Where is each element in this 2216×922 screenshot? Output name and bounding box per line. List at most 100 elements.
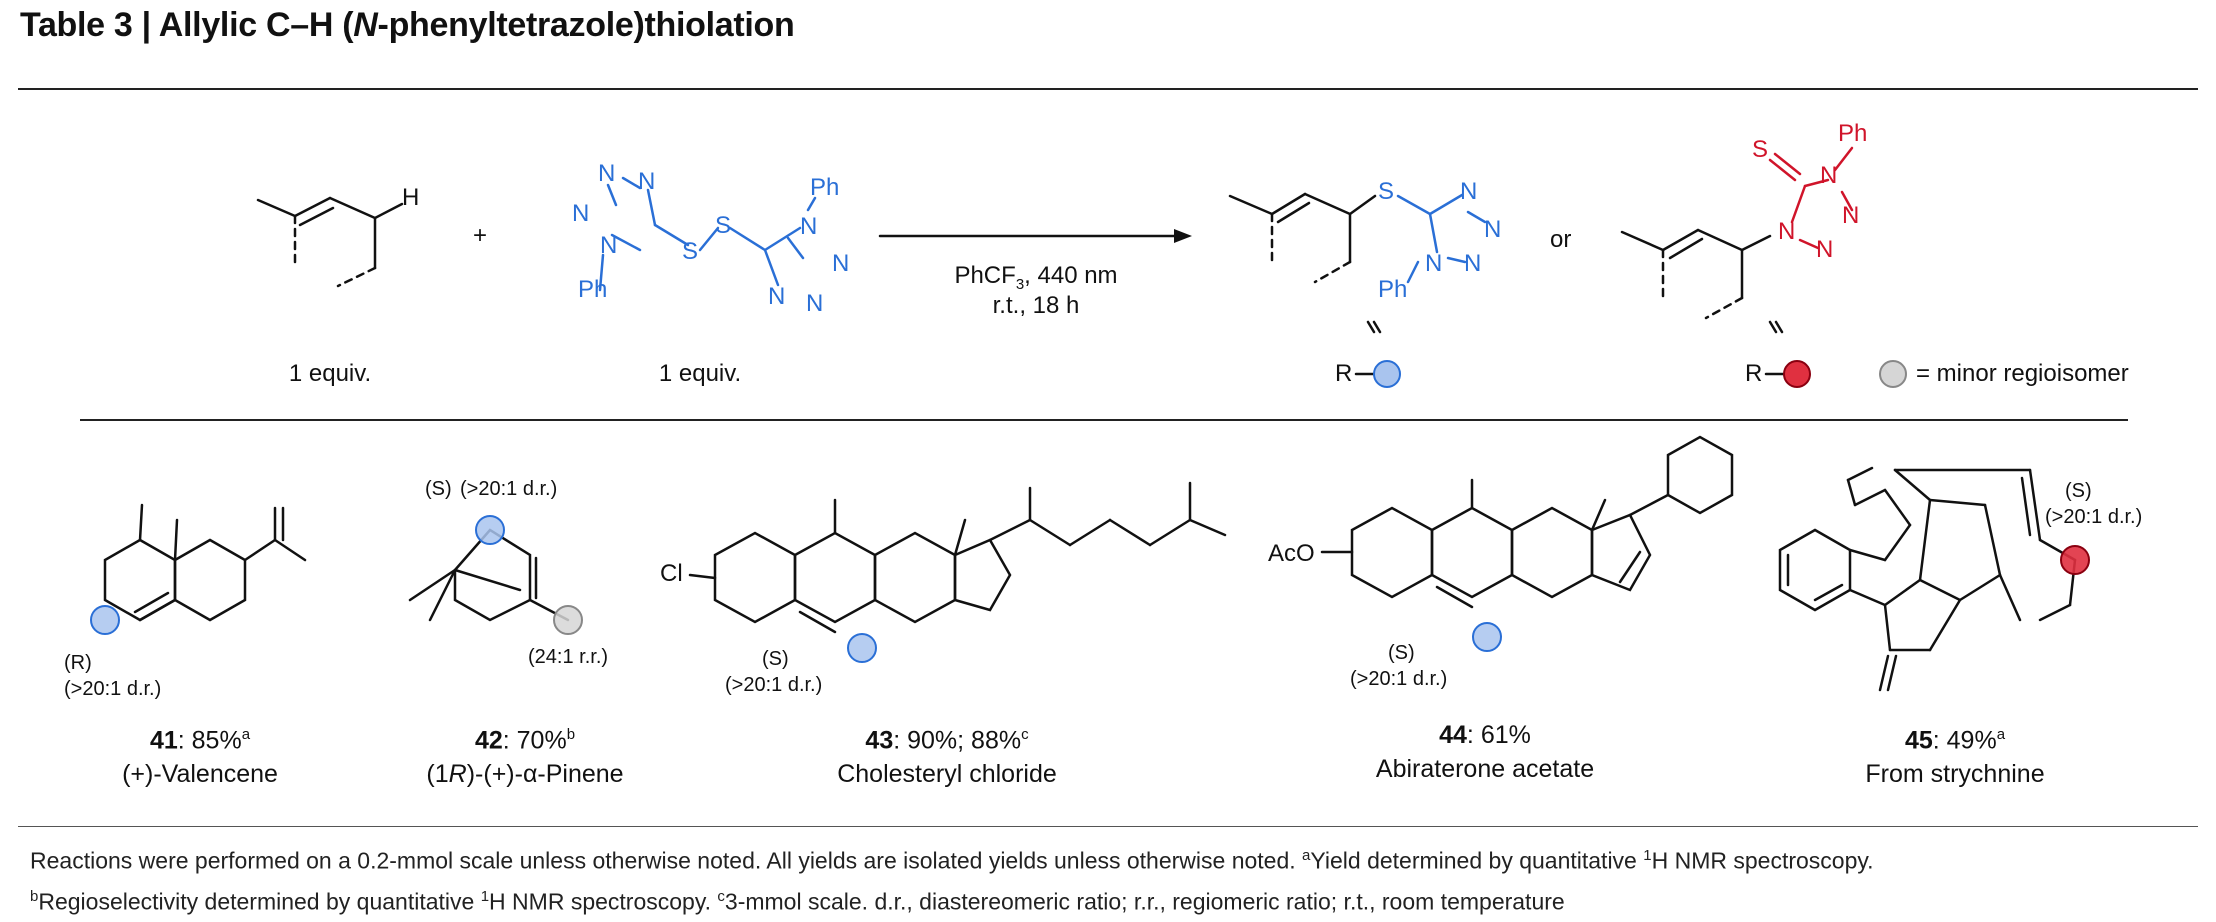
footnote-line-1: Reactions were performed on a 0.2-mmol s… bbox=[30, 838, 1874, 879]
site-circle-41 bbox=[90, 605, 120, 635]
r-label-red: R bbox=[1745, 360, 1763, 387]
stereo-43: (S) bbox=[762, 648, 789, 670]
atom-ph-p: Ph bbox=[1378, 276, 1408, 303]
footnote-2c: 3-mmol scale. d.r., diastereomeric ratio… bbox=[724, 888, 1565, 915]
name-45: From strychnine bbox=[1865, 760, 2045, 789]
atom-n-3: N bbox=[572, 200, 590, 227]
id-45: 45 bbox=[1904, 726, 1933, 755]
footnote-2b: H NMR spectroscopy. bbox=[489, 888, 718, 915]
grey-site-circle-legend bbox=[1879, 360, 1907, 388]
id-44: 44 bbox=[1439, 721, 1467, 749]
dr-42: (>20:1 d.r.) bbox=[460, 478, 558, 500]
middle-rule bbox=[80, 419, 2128, 421]
atom-s-2: S bbox=[715, 212, 732, 239]
structure-45 bbox=[1778, 466, 2077, 692]
yield-45: : 49% bbox=[1932, 726, 1997, 755]
alkene-reactant bbox=[256, 196, 404, 288]
atom-n-5: N bbox=[800, 213, 818, 240]
name-42-suffix: )-(+)-α-Pinene bbox=[466, 760, 624, 789]
atom-s-thione: S bbox=[1752, 136, 1769, 163]
cl-43: Cl bbox=[660, 560, 683, 587]
conditions-light: , 440 nm bbox=[1024, 262, 1118, 289]
footnote: Reactions were performed on a 0.2-mmol s… bbox=[30, 838, 1874, 919]
caption-41: 41: 85%a (+)-Valencene bbox=[122, 718, 278, 791]
title-suffix: -phenyltetrazole)thiolation bbox=[377, 6, 795, 44]
atom-n-4: N bbox=[600, 232, 618, 259]
id-42: 42 bbox=[474, 726, 503, 755]
note-41: a bbox=[241, 726, 251, 743]
atom-n-t2: N bbox=[1842, 202, 1860, 229]
atom-ph-1: Ph bbox=[578, 276, 608, 303]
caption-42: 42: 70%b(1R)-(+)-α-Pinene bbox=[426, 718, 623, 791]
or-label: or bbox=[1550, 226, 1572, 253]
footnote-1b: Yield determined by quantitative bbox=[1310, 847, 1644, 874]
dr-43: (>20:1 d.r.) bbox=[725, 674, 823, 696]
footnote-sup-1b: 1 bbox=[480, 887, 490, 905]
atom-n-p3: N bbox=[1464, 250, 1482, 277]
r-label-blue: R bbox=[1335, 360, 1353, 387]
site-circle-45 bbox=[2060, 545, 2090, 575]
footnote-sup-a: a bbox=[1302, 847, 1311, 864]
atom-n-8: N bbox=[806, 290, 824, 317]
aco-44: AcO bbox=[1268, 540, 1315, 567]
disulfide-reagent bbox=[598, 176, 817, 292]
rr-42: (24:1 r.r.) bbox=[528, 646, 609, 668]
minor-circle-42 bbox=[553, 605, 583, 635]
conditions-subscript: 3 bbox=[1015, 275, 1025, 293]
reagent2-equiv: 1 equiv. bbox=[658, 360, 742, 387]
atom-h-reactant: H bbox=[402, 184, 420, 211]
reagent1-equiv: 1 equiv. bbox=[288, 360, 372, 387]
atom-n-p4: N bbox=[1425, 250, 1443, 277]
atom-n-7: N bbox=[768, 283, 786, 310]
note-42: b bbox=[566, 726, 576, 743]
red-site-circle-legend bbox=[1783, 360, 1811, 388]
name-41: (+)-Valencene bbox=[122, 760, 278, 789]
site-circle-42 bbox=[475, 515, 505, 545]
atom-ph-t: Ph bbox=[1838, 120, 1868, 147]
product-thioether bbox=[1228, 192, 1487, 284]
stereo-41: (R) bbox=[64, 652, 92, 674]
note-45: a bbox=[1996, 726, 2006, 743]
yield-43: : 90%; 88% bbox=[893, 726, 1022, 755]
minor-regioisomer-legend: = minor regioisomer bbox=[1916, 360, 2129, 387]
dr-45: (>20:1 d.r.) bbox=[2045, 506, 2143, 528]
stereo-42: (S) bbox=[425, 478, 452, 500]
reaction-conditions-1: PhCF3, 440 nm bbox=[954, 262, 1117, 293]
stereo-44: (S) bbox=[1388, 642, 1415, 664]
structure-41 bbox=[103, 503, 307, 622]
structure-43 bbox=[688, 481, 1227, 634]
blue-site-circle-legend bbox=[1373, 360, 1401, 388]
yield-44: : 61% bbox=[1466, 721, 1531, 749]
top-rule bbox=[18, 88, 2198, 90]
atom-n-1: N bbox=[598, 160, 616, 187]
footnote-2a: Regioselectivity determined by quantitat… bbox=[38, 888, 481, 915]
plus-sign: + bbox=[473, 222, 488, 249]
footnote-line-2: bRegioselectivity determined by quantita… bbox=[30, 879, 1874, 920]
atom-s-1: S bbox=[682, 238, 699, 265]
footnote-sup-b: b bbox=[30, 887, 39, 905]
footnote-1c: H NMR spectroscopy. bbox=[1651, 847, 1874, 874]
yield-42: : 70% bbox=[502, 726, 567, 755]
yield-41: : 85% bbox=[177, 726, 242, 755]
atom-ph-2: Ph bbox=[810, 174, 840, 201]
product-thione bbox=[1620, 146, 1854, 320]
atom-n-p1: N bbox=[1460, 178, 1478, 205]
title-prefix: Table 3 | Allylic C–H ( bbox=[20, 6, 354, 44]
footnote-sup-c: c bbox=[717, 887, 725, 905]
dr-41: (>20:1 d.r.) bbox=[64, 678, 162, 700]
reaction-conditions-2: r.t., 18 h bbox=[992, 292, 1080, 319]
name-43: Cholesteryl chloride bbox=[837, 760, 1057, 789]
atom-n-2: N bbox=[638, 168, 656, 195]
id-43: 43 bbox=[865, 726, 894, 755]
footnote-rule bbox=[18, 826, 2198, 827]
atom-n-t4: N bbox=[1778, 218, 1796, 245]
id-41: 41 bbox=[149, 726, 178, 755]
table-title: Table 3 | Allylic C–H (N-phenyltetrazole… bbox=[20, 6, 795, 45]
reaction-scheme-drawing bbox=[90, 146, 2090, 692]
atom-n-p2: N bbox=[1484, 216, 1502, 243]
structure-44 bbox=[1320, 435, 1734, 609]
footnote-sup-1a: 1 bbox=[1643, 847, 1652, 864]
title-italic: N bbox=[353, 6, 378, 44]
